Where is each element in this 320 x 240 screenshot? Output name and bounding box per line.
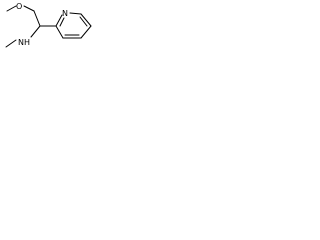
bond-chiral-carbon-amine xyxy=(30,25,41,38)
atom-label-layer: O NH N xyxy=(16,2,68,47)
ring-bond-c3-c2 xyxy=(55,25,64,39)
bond-ch2-chiral-carbon xyxy=(33,10,41,27)
ring-bond-c5-c4 xyxy=(80,25,92,39)
ring-double-bond-c2-n1 xyxy=(59,17,65,27)
bond-methyl-oxygen xyxy=(6,5,17,12)
oxygen-label: O xyxy=(16,2,22,11)
bond-layer xyxy=(5,5,92,48)
amine-label: NH xyxy=(18,38,30,47)
ring-bond-n1-c6 xyxy=(69,12,82,15)
ring-nitrogen-label: N xyxy=(62,9,68,18)
bond-amine-methyl xyxy=(5,39,17,48)
ring-bond-c6-c5 xyxy=(80,13,92,27)
chemical-structure: O NH N xyxy=(5,2,92,48)
bond-oxygen-ch2 xyxy=(23,5,35,12)
ring-bond-c2-n1 xyxy=(55,14,63,27)
ring-double-bond-c6-c5 xyxy=(79,16,88,27)
